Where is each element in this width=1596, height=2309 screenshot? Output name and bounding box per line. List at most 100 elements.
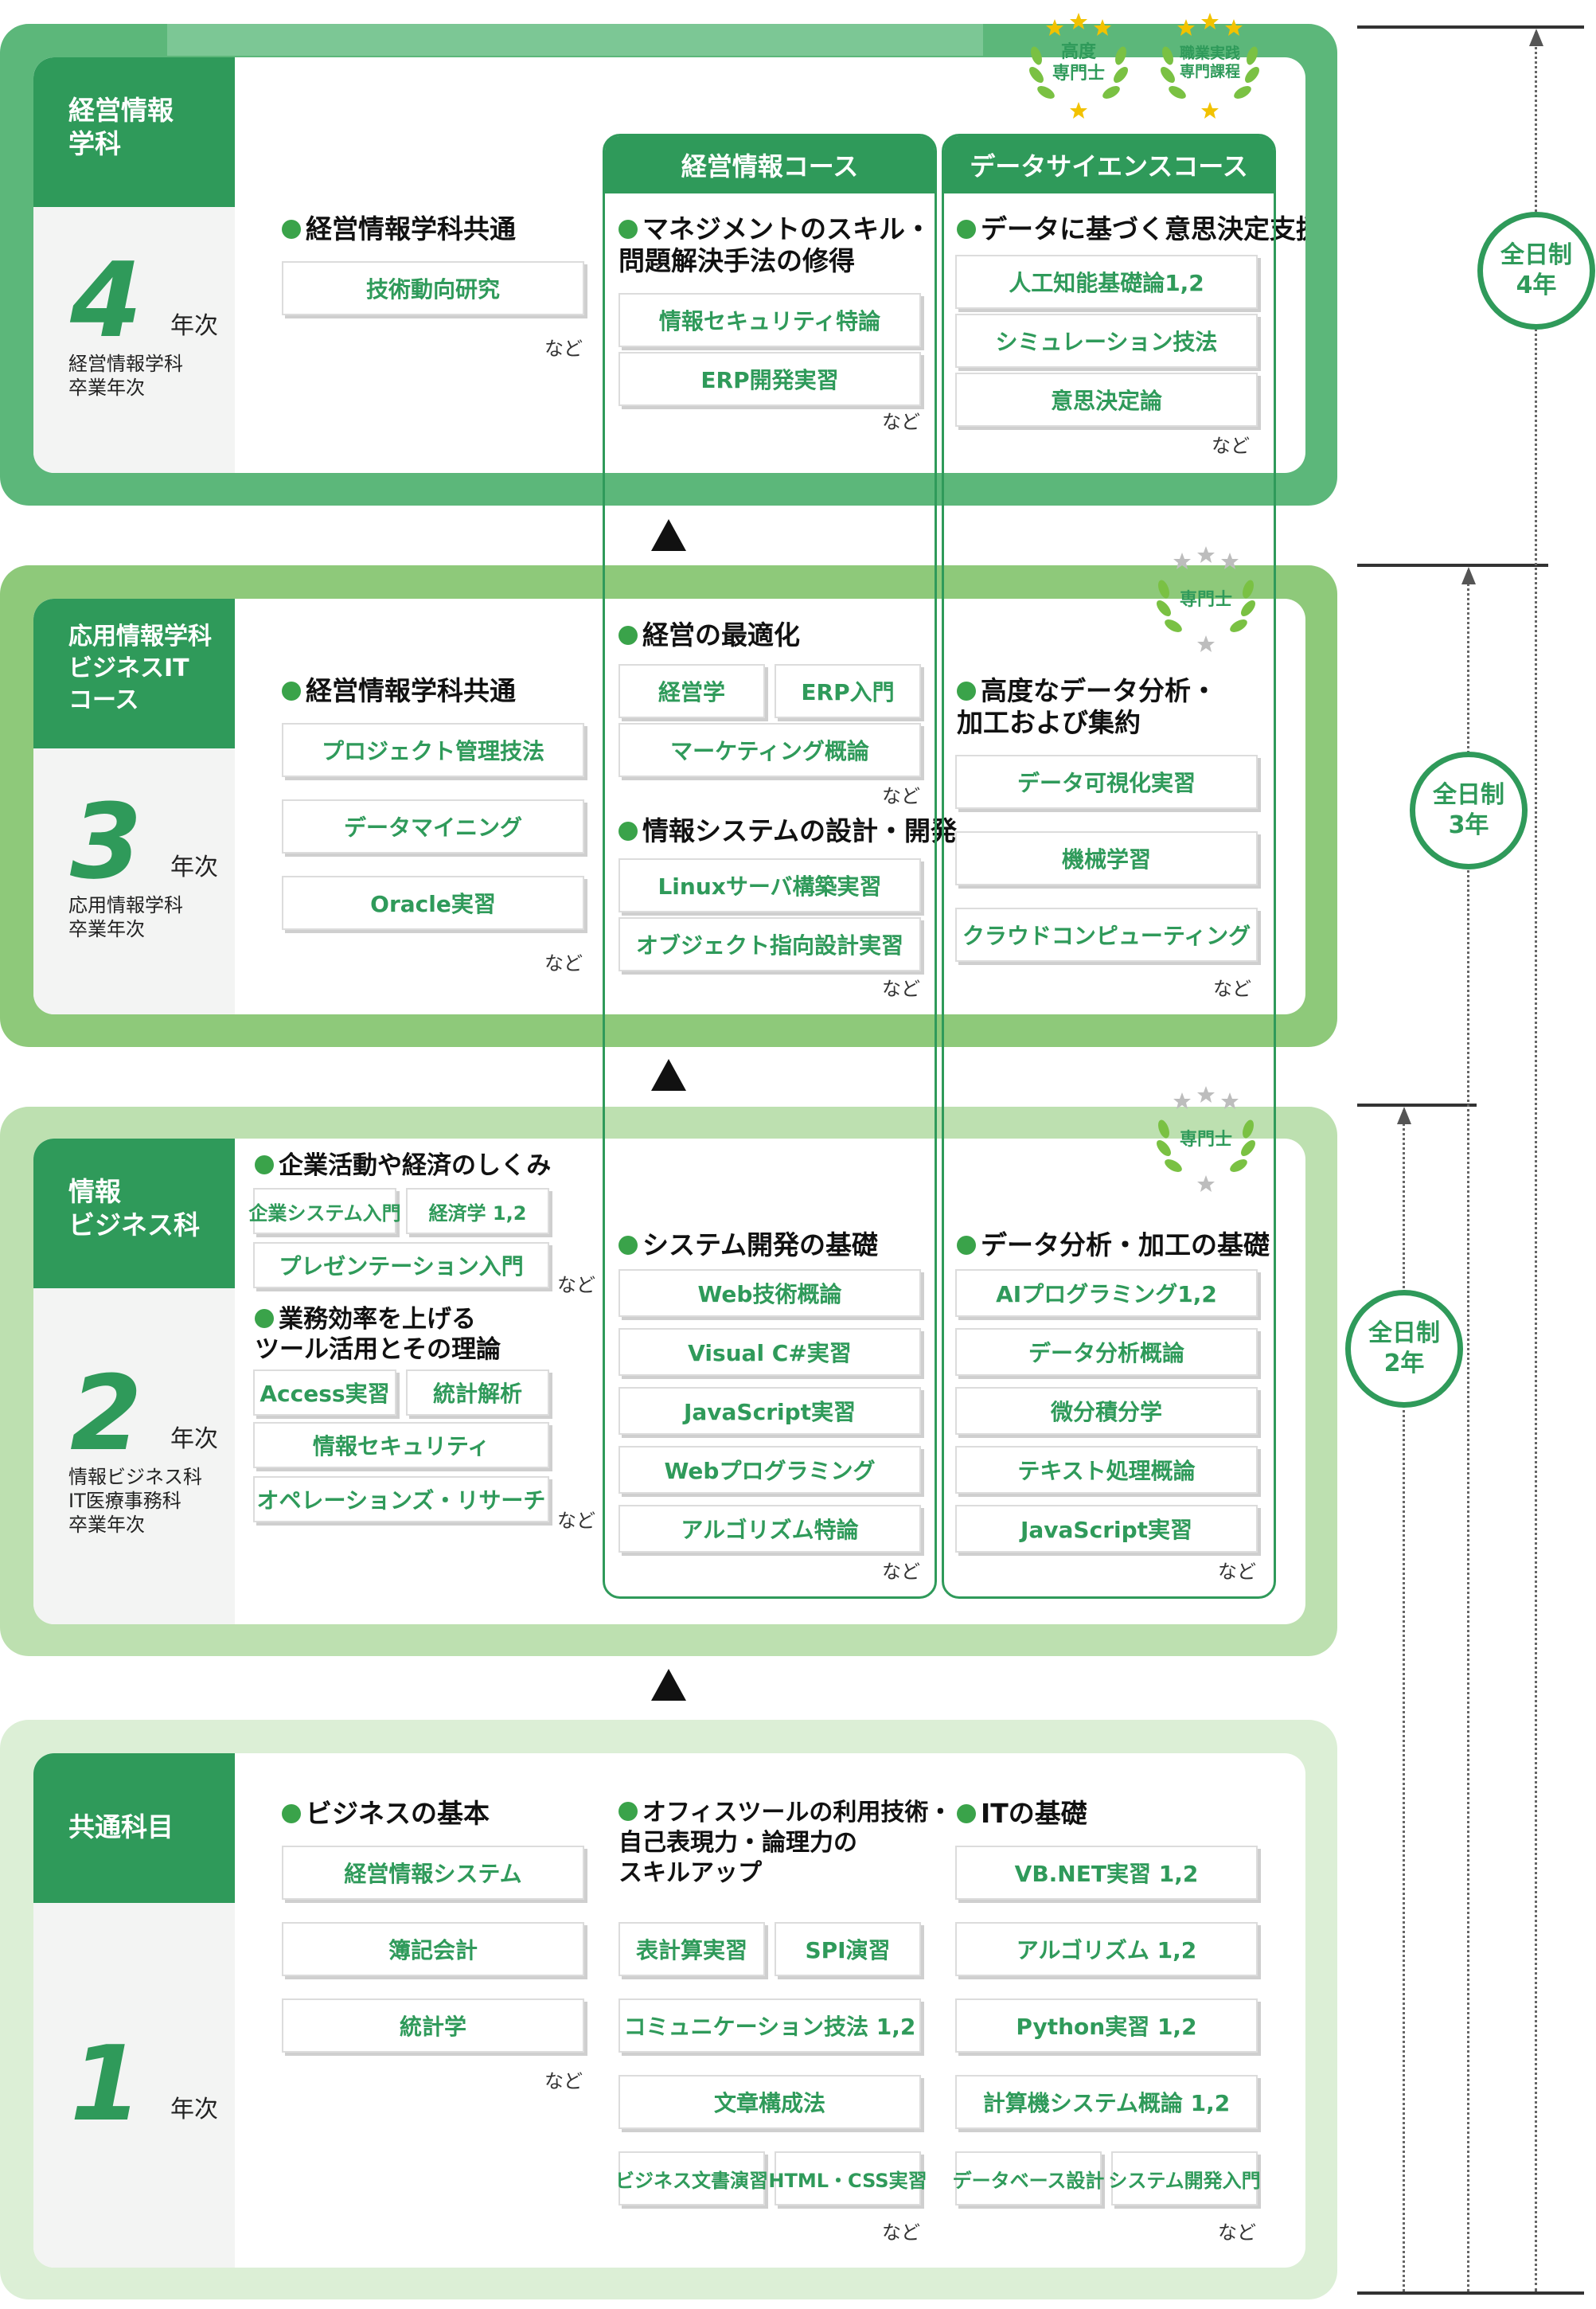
year1-left-item: 簿記会計 (282, 1922, 584, 1976)
nado-label: など (1212, 435, 1250, 457)
nado-label: など (882, 2221, 920, 2244)
band-year4-top-light (167, 24, 983, 56)
year3-common-item: データマイニング (282, 799, 584, 854)
nado-label: など (557, 1510, 595, 1532)
year1-mid-item: 表計算実習 (618, 1922, 765, 1976)
arrow-up-icon (1529, 29, 1543, 46)
year2-left-item: プレゼンテーション入門 (253, 1242, 549, 1288)
year1-right-item: Python実習 1,2 (955, 1998, 1258, 2053)
nado-label: など (557, 1274, 595, 1296)
badge-senmonshi-y2: 専門士 (1146, 1081, 1266, 1192)
timeline-line-3 (1467, 570, 1469, 2291)
nado-label: など (882, 978, 920, 1000)
year2-ds-item: AIプログラミング1,2 (955, 1269, 1258, 1317)
year1-number: 1 (70, 2023, 142, 2144)
year4-panel: 経営情報 学科 4 年次 経営情報学科 卒業年次 経営情報学科共通 技術動向研究… (33, 57, 1305, 473)
timeline-top-4 (1357, 25, 1584, 29)
year2-left-item: オペレーションズ・リサーチ (253, 1476, 549, 1522)
year2-mid-item: Webプログラミング (618, 1446, 921, 1494)
year1-left-item: 経営情報システム (282, 1846, 584, 1900)
up-triangle-icon (651, 1669, 686, 1701)
year2-panel: 情報 ビジネス科 2 年次 情報ビジネス科 IT医療事務科 卒業年次 企業活動や… (33, 1139, 1305, 1624)
year1-right-item: アルゴリズム 1,2 (955, 1922, 1258, 1976)
year1-mid-item: ビジネス文書演習 (615, 2151, 768, 2205)
laurel-icon (1157, 1086, 1255, 1192)
year1-label: 共通科目 (33, 1753, 235, 1903)
year3-mgmt-item: オブジェクト指向設計実習 (618, 917, 921, 971)
nado-label: など (544, 952, 583, 975)
badge-senmonshi-text: 専門士 (1179, 1130, 1232, 1150)
course-mgmt: 経営情報コース (603, 134, 937, 1599)
year3-label: 応用情報学科 ビジネスIT コース (33, 599, 235, 748)
year1-left-title: ビジネスの基本 (282, 1798, 490, 1830)
year1-right-item: システム開発入門 (1108, 2151, 1261, 2205)
year3-ds-item: クラウドコンピューティング (955, 908, 1258, 962)
year3-number: 3 (70, 781, 142, 902)
year2-note: 情報ビジネス科 IT医療事務科 卒業年次 (68, 1466, 202, 1536)
arrow-up-icon (1397, 1107, 1411, 1124)
year2-mid-title: システム開発の基礎 (618, 1229, 878, 1261)
year4-label: 経営情報 学科 (33, 57, 235, 207)
badge-senmonshi-text: 専門士 (1179, 590, 1232, 610)
year1-left-item: 統計学 (282, 1998, 584, 2053)
nado-label: など (544, 2070, 583, 2092)
year2-mid-item: アルゴリズム特論 (618, 1505, 921, 1553)
course-mgmt-header: 経営情報コース (605, 136, 935, 193)
year1-mid-title: オフィスツールの利用技術・ 自己表現力・論理力の スキルアップ (618, 1799, 953, 1887)
year2-left-item: 企業システム入門 (248, 1188, 401, 1234)
course-ds: データサイエンスコース (942, 134, 1276, 1599)
year3-common-title: 経営情報学科共通 (282, 675, 516, 707)
year1-suffix: 年次 (170, 2096, 218, 2123)
duration-2years: 全日制 2年 (1345, 1290, 1463, 1408)
year2-ds-item: テキスト処理概論 (955, 1446, 1258, 1494)
duration-3years: 全日制 3年 (1410, 752, 1528, 869)
year4-mgmt-item: ERP開発実習 (618, 352, 921, 406)
year4-common-item: 技術動向研究 (282, 261, 584, 315)
year1-mid-item: HTML・CSS実習 (768, 2151, 927, 2205)
nado-label: など (544, 338, 583, 360)
year3-ds-item: データ可視化実習 (955, 755, 1258, 809)
arrow-up-icon (1461, 567, 1476, 584)
nado-label: など (882, 411, 920, 433)
year3-common-item: Oracle実習 (282, 876, 584, 930)
year1-mid-item: SPI演習 (775, 1922, 921, 1976)
year1-right-title: ITの基礎 (957, 1798, 1087, 1830)
badge-shokugyo-text: 職業実践 専門課程 (1179, 45, 1240, 80)
year1-panel: 共通科目 1 年次 ビジネスの基本 経営情報システム 簿記会計 統計学 など オ… (33, 1753, 1305, 2268)
year2-left-item: Access実習 (253, 1369, 396, 1416)
badge-senmonshi-y3: 専門士 (1146, 541, 1266, 652)
year4-suffix: 年次 (170, 312, 218, 340)
year2-mid-item: JavaScript実習 (618, 1387, 921, 1435)
year2-mid-item: Web技術概論 (618, 1269, 921, 1317)
year2-ds-title: データ分析・加工の基礎 (957, 1229, 1270, 1261)
up-triangle-icon (651, 1059, 686, 1091)
year1-mid-item: コミュニケーション技法 1,2 (618, 1998, 921, 2053)
year4-common-title: 経営情報学科共通 (282, 213, 516, 245)
year3-note: 応用情報学科 卒業年次 (68, 894, 183, 940)
laurel-icon (1161, 13, 1259, 119)
year3-mgmt-item: Linuxサーバ構築実習 (618, 858, 921, 912)
badge-koudo: 高度 専門士 (1019, 8, 1138, 119)
year4-ds-item: 人工知能基礎論1,2 (955, 255, 1258, 309)
up-triangle-icon (651, 519, 686, 551)
year2-left-item: 統計解析 (406, 1369, 549, 1416)
timeline-line-4 (1535, 32, 1537, 2291)
year2-suffix: 年次 (170, 1425, 218, 1453)
nado-label: など (1218, 2221, 1256, 2244)
year3-mgmt-title1: 経営の最適化 (618, 619, 800, 651)
year4-ds-item: シミュレーション技法 (955, 314, 1258, 368)
timeline-bottom (1357, 2291, 1584, 2295)
year2-left-title1: 企業活動や経済のしくみ (255, 1150, 551, 1182)
year2-left-item: 経済学 1,2 (406, 1188, 549, 1234)
nado-label: など (882, 1561, 920, 1583)
year4-mgmt-item: 情報セキュリティ特論 (618, 293, 921, 347)
year2-label: 情報 ビジネス科 (33, 1139, 235, 1288)
timeline-line-2 (1403, 1110, 1405, 2291)
year3-panel: 応用情報学科 ビジネスIT コース 3 年次 応用情報学科 卒業年次 経営情報学… (33, 599, 1305, 1014)
year2-ds-item: JavaScript実習 (955, 1505, 1258, 1553)
year3-ds-title: 高度なデータ分析・ 加工および集約 (957, 675, 1217, 738)
nado-label: など (1213, 978, 1251, 1000)
nado-label: など (1218, 1561, 1256, 1583)
year3-suffix: 年次 (170, 854, 218, 881)
year4-note: 経営情報学科 卒業年次 (68, 353, 183, 399)
